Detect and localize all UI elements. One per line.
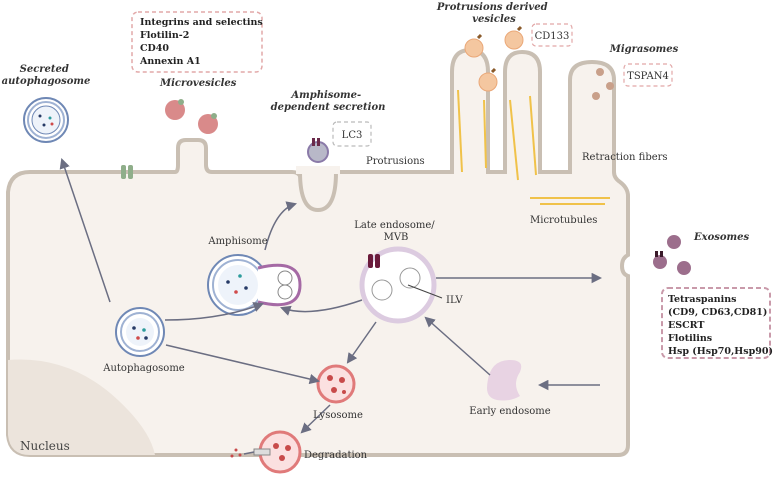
lysosome [316,364,356,404]
lc3-vesicle [307,138,329,163]
microvesicles-label: Microvesicles [159,78,237,89]
secretion-pit [298,171,338,213]
protrusions-derived-label: Protrusions derived vesicles [436,2,551,25]
protrusion-vesicles [464,25,524,92]
autophagosome [115,307,165,357]
retraction-fibers-label: Retraction fibers [582,152,668,163]
lysosome-label: Lysosome [313,410,363,421]
microtubules-lines [457,89,610,205]
amphisome-dependent-line1: Amphisome- [290,90,361,101]
ilv-label: ILV [446,295,463,306]
autophagosome-label: Autophagosome [102,363,185,374]
microvesicles-group [165,99,218,134]
cd133-label: CD133 [535,31,570,42]
protrusions-derived-line2: vesicles [472,14,516,25]
late-endosome-mvb [359,246,437,324]
late-endosome-label: Late endosome/ MVB [354,220,438,243]
exosome-marker-4: Flotilins [668,333,712,344]
exosome-marker-1: Tetraspanins [668,294,737,305]
microvesicle-marker-1: Integrins and selectins [140,17,263,28]
lc3-box [332,121,372,147]
microtubules-label: Microtubules [530,215,597,226]
late-endosome-line1: Late endosome/ [354,220,435,231]
migrasomes-group [592,68,614,100]
microvesicle-marker-2: Flotilin-2 [140,30,189,41]
pathway-arrows [59,158,603,455]
exosome-marker-3: ESCRT [668,320,704,331]
secreted-autophagosome [23,97,69,143]
protrusions-label: Protrusions [366,156,425,167]
amphisome-label: Amphisome [207,236,267,247]
secreted-autophagosome-line1: Secreted [20,64,69,75]
amphisome-dependent-line2: dependent secretion [271,102,386,113]
lc3-label: LC3 [342,130,363,141]
exosome-marker-5: Hsp (Hsp70,Hsp90) [668,346,773,357]
secreted-autophagosome-label: Secreted autophagosome [2,64,91,87]
microvesicle-marker-3: CD40 [140,43,169,54]
cell-membrane [6,47,630,457]
amphisome [207,254,302,316]
exosomes-group [653,235,691,275]
tspan4-label: TSPAN4 [627,71,669,82]
microvesicle-marker-4: Annexin A1 [139,56,201,67]
ilv-pointer [407,284,443,299]
nucleus-label: Nucleus [20,439,70,453]
tspan4-box [623,63,673,87]
protrusions-derived-line1: Protrusions derived [436,2,548,13]
microvesicle-marker-box [131,11,263,73]
migrasomes-label: Migrasomes [609,44,679,55]
exosome-marker-2: (CD9, CD63,CD81) [668,307,767,318]
late-endosome-line2: MVB [384,232,409,243]
membrane-protein [121,165,133,179]
degradation-label: Degradation [304,450,368,461]
cd133-box [531,23,573,47]
amphisome-dependent-label: Amphisome- dependent secretion [271,90,386,113]
early-endosome-label: Early endosome [469,406,550,417]
nucleus [8,359,155,455]
secreted-autophagosome-line2: autophagosome [2,76,91,87]
early-endosome [487,360,522,401]
exosomes-label: Exosomes [693,232,749,243]
degradation-structure [230,430,302,474]
exosome-marker-box [661,287,771,359]
